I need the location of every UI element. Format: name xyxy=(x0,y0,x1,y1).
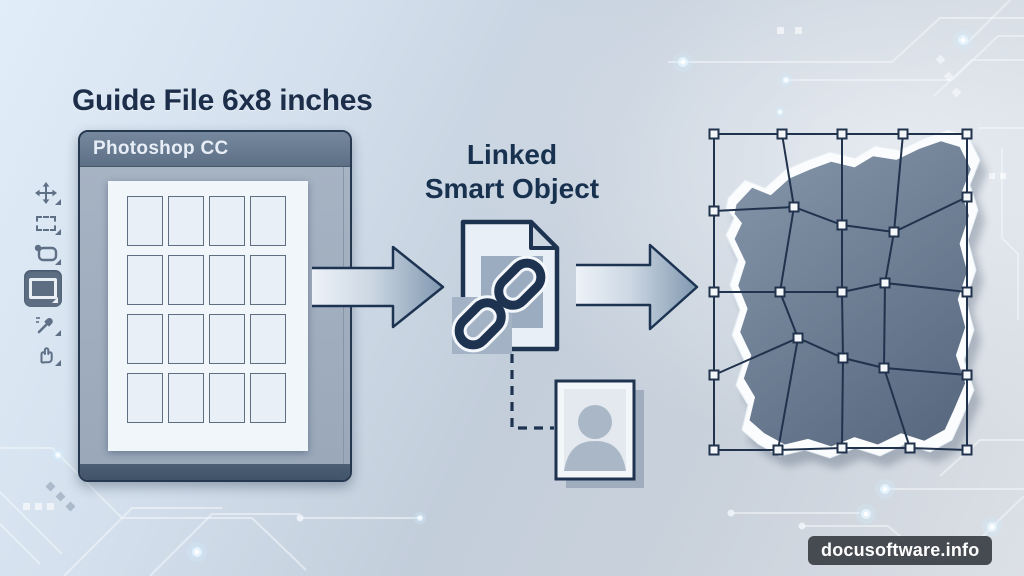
mesh-handle[interactable] xyxy=(904,442,916,454)
mesh-line xyxy=(713,336,968,376)
linked-photo-thumbnail xyxy=(554,379,644,488)
mesh-handle[interactable] xyxy=(961,128,973,140)
hand-icon xyxy=(40,347,53,364)
thumbnail-shadow-card xyxy=(566,390,644,488)
document-canvas xyxy=(108,181,308,451)
grid-cell xyxy=(209,196,245,246)
watermark-badge: docusoftware.info xyxy=(808,536,993,565)
torn-paper-white-edge xyxy=(725,129,981,459)
photoshop-window[interactable]: Photoshop CC xyxy=(78,130,352,482)
grid-cell xyxy=(209,255,245,305)
marquee-tool-button[interactable] xyxy=(31,210,61,236)
mesh-handle[interactable] xyxy=(897,128,909,140)
torn-paper-surface xyxy=(734,141,971,447)
person-silhouette-icon xyxy=(564,405,626,471)
torn-paper xyxy=(734,141,971,447)
window-bottombar xyxy=(80,464,350,480)
mesh-handle[interactable] xyxy=(708,205,720,217)
thumbnail-photo-area xyxy=(564,389,626,471)
arrow-smart-object-to-warp xyxy=(576,243,699,331)
chain-link-icon xyxy=(451,255,549,353)
mesh-lines xyxy=(713,133,968,451)
grid-cell xyxy=(127,196,163,246)
grid-cell xyxy=(209,373,245,423)
mesh-line xyxy=(841,134,845,449)
mesh-handle[interactable] xyxy=(774,286,786,298)
dashed-link-connector xyxy=(510,354,554,430)
marquee-icon xyxy=(36,215,56,231)
mesh-handle[interactable] xyxy=(836,128,848,140)
circuit-end-dots xyxy=(296,509,806,530)
mesh-handle[interactable] xyxy=(836,286,848,298)
window-titlebar: Photoshop CC xyxy=(80,132,350,167)
rectangle-icon xyxy=(29,278,57,299)
page-title: Guide File 6x8 inches xyxy=(72,84,373,117)
mesh-line xyxy=(713,196,968,234)
mesh-handle[interactable] xyxy=(708,128,720,140)
window-body xyxy=(80,167,350,464)
circuit-diamonds-light xyxy=(935,54,962,98)
eyedropper-icon xyxy=(36,317,53,334)
shape-tool-button[interactable] xyxy=(31,240,61,266)
grid-cell xyxy=(209,314,245,364)
grid-cell xyxy=(127,255,163,305)
grid-cell xyxy=(127,314,163,364)
placeholder-rect-front xyxy=(452,297,512,354)
mesh-handle[interactable] xyxy=(888,226,900,238)
move-icon xyxy=(35,182,57,204)
thumbnail-card xyxy=(554,379,636,481)
mesh-handle[interactable] xyxy=(792,332,804,344)
move-tool-button[interactable] xyxy=(31,180,61,206)
linked-smart-object-icon xyxy=(451,219,560,354)
smart-object-label: Linked Smart Object xyxy=(402,138,622,206)
torn-paper-shadow xyxy=(733,141,987,469)
mesh-handle[interactable] xyxy=(879,277,891,289)
mesh-handle[interactable] xyxy=(836,219,848,231)
document-icon xyxy=(460,219,560,352)
grid-cell xyxy=(250,314,286,364)
tool-palette xyxy=(24,180,68,371)
mesh-line xyxy=(714,281,968,293)
document-fold-corner xyxy=(529,220,559,250)
mesh-handle[interactable] xyxy=(837,352,849,364)
mesh-handle[interactable] xyxy=(772,444,784,456)
watermark-text: docusoftware.info xyxy=(821,540,980,560)
mesh-handle[interactable] xyxy=(961,369,973,381)
mesh-handle[interactable] xyxy=(708,286,720,298)
mesh-handle[interactable] xyxy=(708,369,720,381)
grid-cell xyxy=(250,373,286,423)
smart-object-label-line2: Smart Object xyxy=(424,173,600,204)
shape-icon xyxy=(34,244,58,262)
mesh-handle[interactable] xyxy=(776,128,788,140)
mesh-handle[interactable] xyxy=(961,286,973,298)
mesh-handle[interactable] xyxy=(961,444,973,456)
grid-cell xyxy=(250,196,286,246)
mesh-line xyxy=(882,133,911,449)
mesh-handle[interactable] xyxy=(788,201,800,213)
grid-cell xyxy=(168,314,204,364)
grid-cell xyxy=(127,373,163,423)
mesh-line xyxy=(714,447,968,451)
rectangle-tool-button[interactable] xyxy=(24,270,62,307)
eyedropper-tool-button[interactable] xyxy=(31,311,61,337)
grid-cell xyxy=(168,255,204,305)
placeholder-rect-back xyxy=(481,256,543,328)
grid-cell xyxy=(250,255,286,305)
mesh-handle[interactable] xyxy=(961,191,973,203)
hand-tool-button[interactable] xyxy=(31,341,61,367)
grid-cell xyxy=(168,196,204,246)
circuit-diamonds-dark xyxy=(45,481,76,512)
warp-mesh xyxy=(708,128,987,469)
window-title: Photoshop CC xyxy=(93,138,229,159)
mesh-handles xyxy=(708,128,973,456)
mesh-handle[interactable] xyxy=(708,444,720,456)
mesh-handle[interactable] xyxy=(836,442,848,454)
mesh-line xyxy=(777,133,800,451)
grid-cell xyxy=(168,373,204,423)
smart-object-label-line1: Linked xyxy=(466,139,558,170)
mesh-handle[interactable] xyxy=(878,362,890,374)
